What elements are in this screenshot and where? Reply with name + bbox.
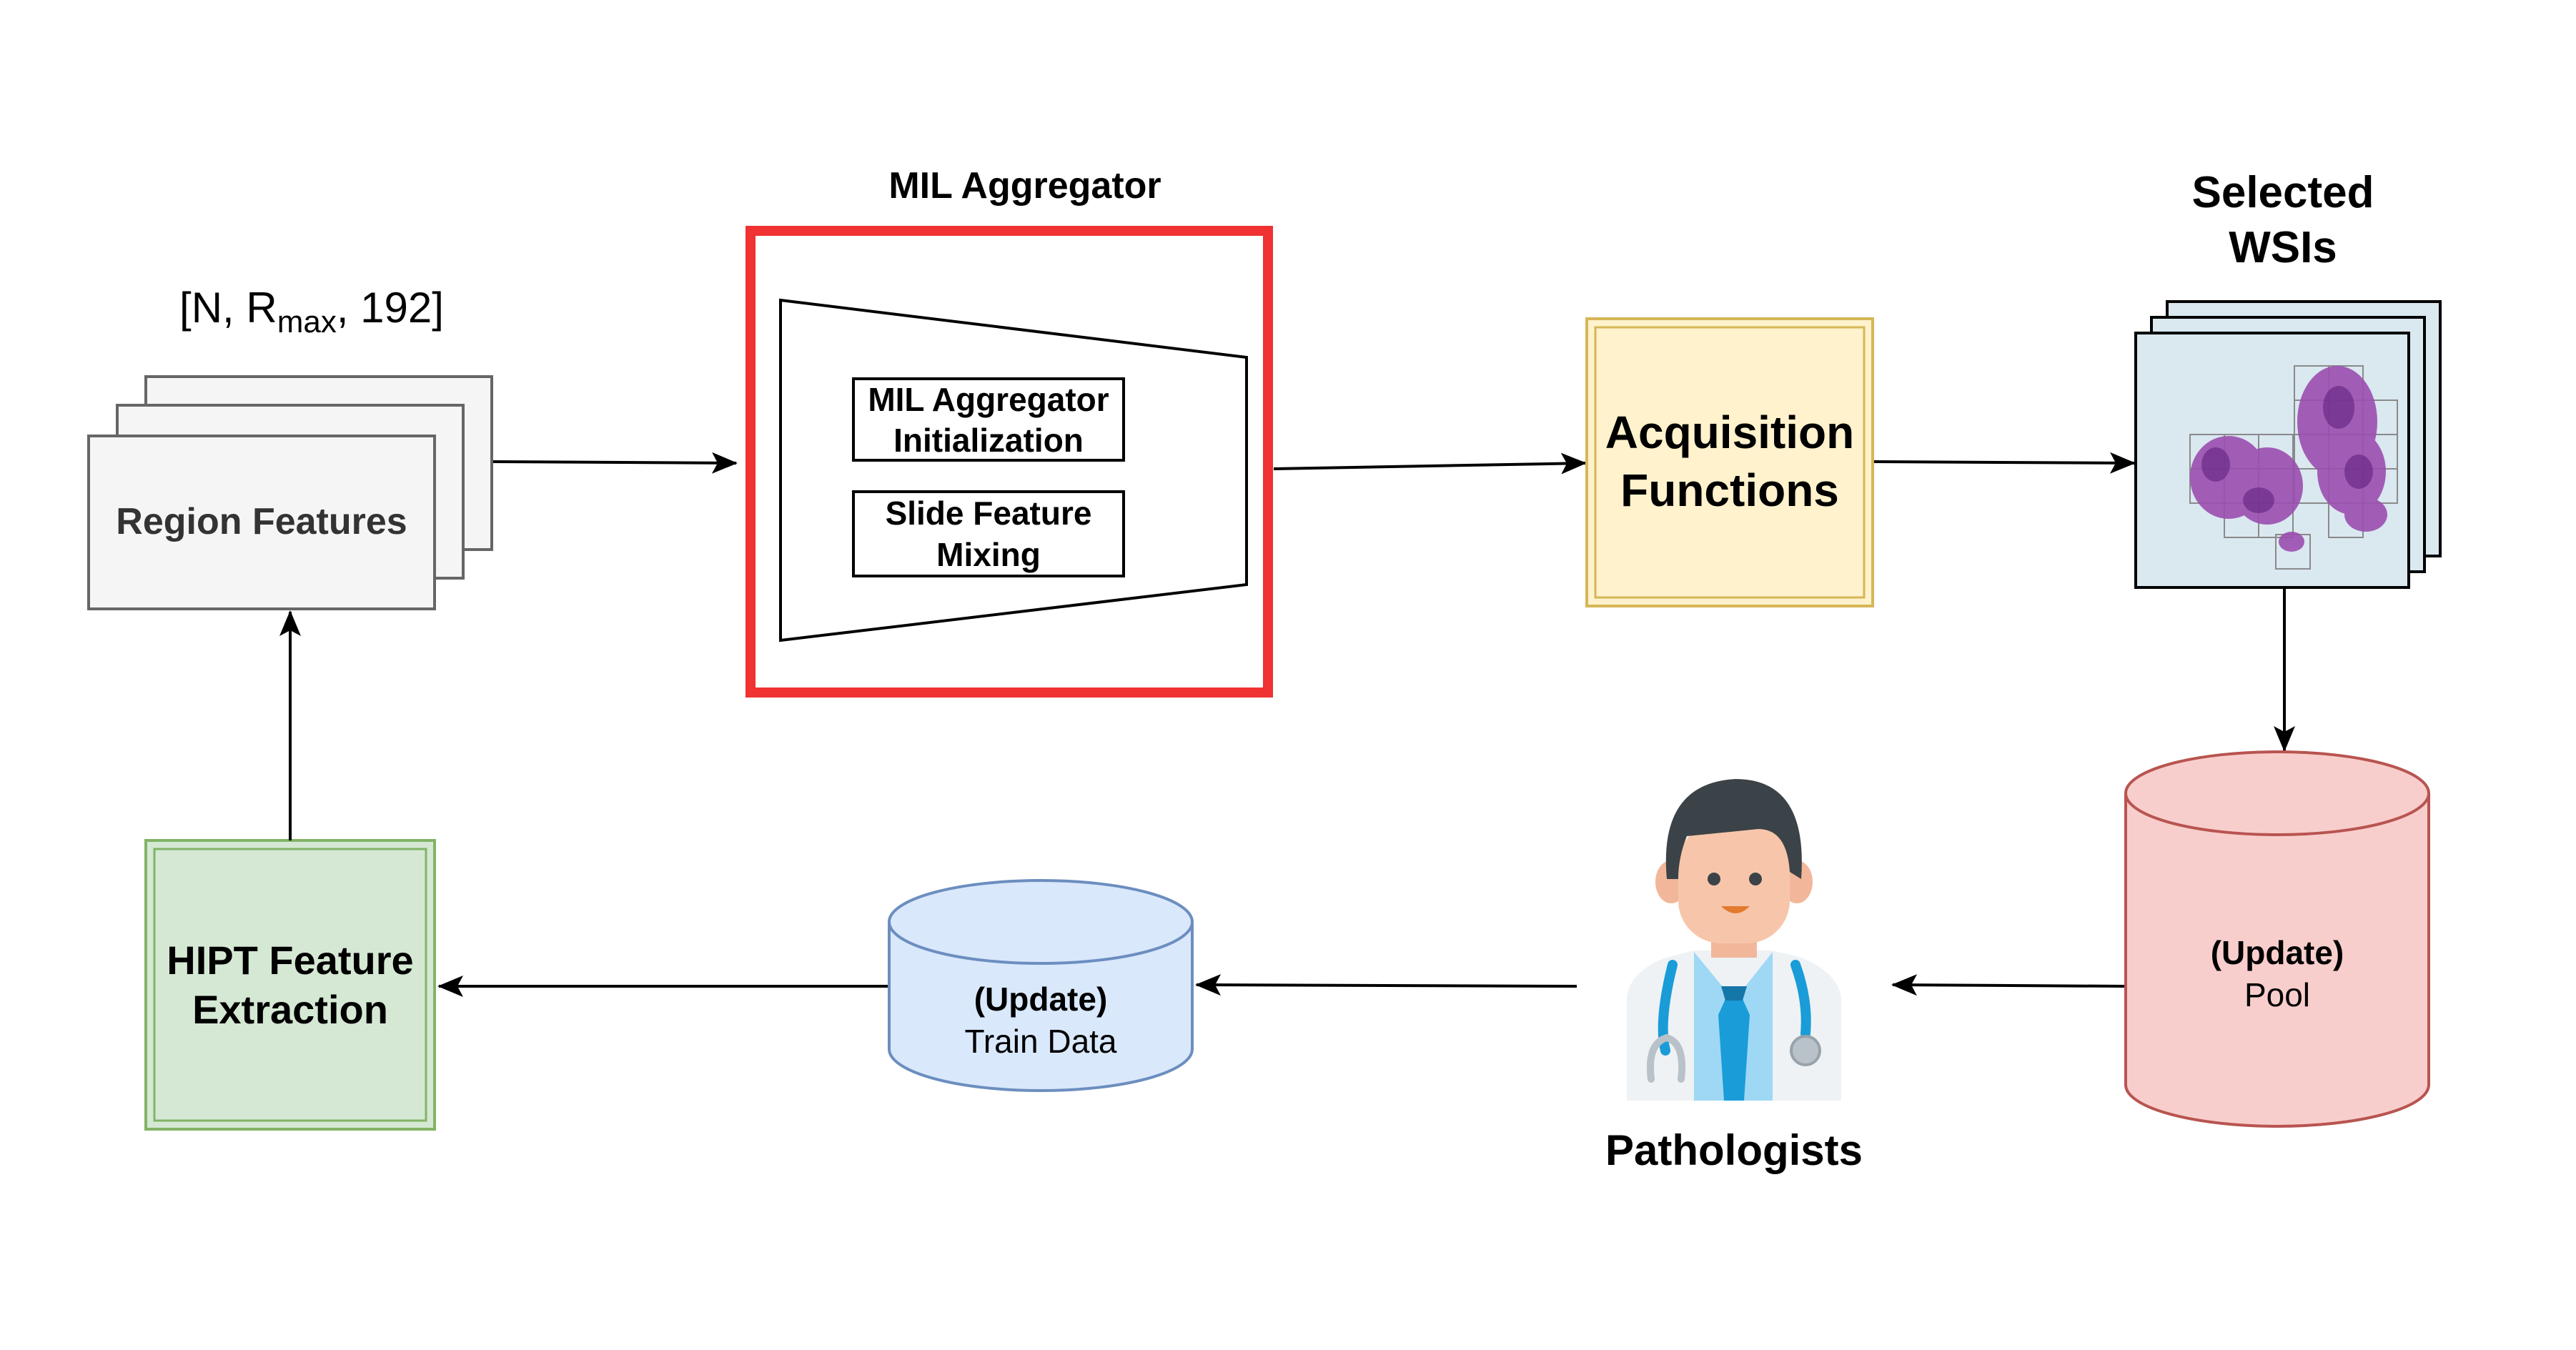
train-data-body <box>888 922 1194 1092</box>
hipt-group: HIPT Feature Extraction <box>144 839 436 1131</box>
slide-mix-box <box>852 490 1125 577</box>
pool-line1: (Update) <box>2211 934 2344 971</box>
hair-icon <box>1665 779 1802 879</box>
acquisition-functions-group: Acquisition Functions <box>1585 317 1874 607</box>
mil-init-line1: MIL Aggregator <box>868 381 1109 418</box>
region-features-label: Region Features <box>116 501 407 542</box>
slide-mix-line2: Mixing <box>936 536 1041 573</box>
tie-icon <box>1718 999 1750 1101</box>
pathologists-label: Pathologists <box>1605 1126 1863 1174</box>
arrow-acquisition-to-wsis <box>1873 452 2136 474</box>
selected-wsis-line1: Selected <box>2191 168 2374 217</box>
mil-trapezoid <box>779 298 1248 642</box>
slide-mix-line1: Slide Feature <box>886 495 1092 532</box>
acquisition-line1: Acquisition <box>1605 407 1854 458</box>
train-data-top <box>888 879 1194 965</box>
train-data-group: (Update) Train Data <box>888 879 1194 1092</box>
arrow-mil-to-acquisition <box>1273 452 1587 475</box>
hipt-inner <box>153 848 427 1122</box>
tensor-shape-label: [N, Rmax, 192] <box>179 284 444 339</box>
train-data-line1: (Update) <box>974 981 1108 1018</box>
pool-group: (Update) Pool <box>2124 750 2430 1128</box>
pool-line2: Pool <box>2244 976 2310 1013</box>
train-data-line2: Train Data <box>964 1023 1116 1060</box>
arrow-pathologists-to-train <box>1195 974 1577 996</box>
region-features-group: [N, Rmax, 192] Region Features <box>87 284 493 610</box>
hipt-line2: Extraction <box>192 987 388 1032</box>
pathologist-icon: Pathologists <box>1605 779 1863 1174</box>
selected-wsis-group: Selected WSIs <box>2134 168 2442 589</box>
mil-init-line2: Initialization <box>893 422 1084 459</box>
mil-aggregator-title: MIL Aggregator <box>888 165 1161 207</box>
mil-init-box <box>852 377 1125 462</box>
mil-aggregator-group: MIL Aggregator MIL Aggregator Initializa… <box>745 165 1273 698</box>
acquisition-inner <box>1594 326 1866 599</box>
acquisition-line2: Functions <box>1620 465 1839 516</box>
pool-top <box>2124 750 2430 836</box>
region-card-front <box>87 435 436 610</box>
arrow-region-to-mil <box>492 452 738 474</box>
wsi-tissue <box>2190 366 2387 552</box>
arrow-pool-to-pathologists <box>1891 974 2125 996</box>
hipt-line1: HIPT Feature <box>167 938 413 983</box>
pool-body <box>2124 793 2430 1128</box>
selected-wsis-line2: WSIs <box>2229 223 2337 272</box>
face-icon <box>1678 822 1790 943</box>
stethoscope-icon <box>1658 960 1678 1056</box>
